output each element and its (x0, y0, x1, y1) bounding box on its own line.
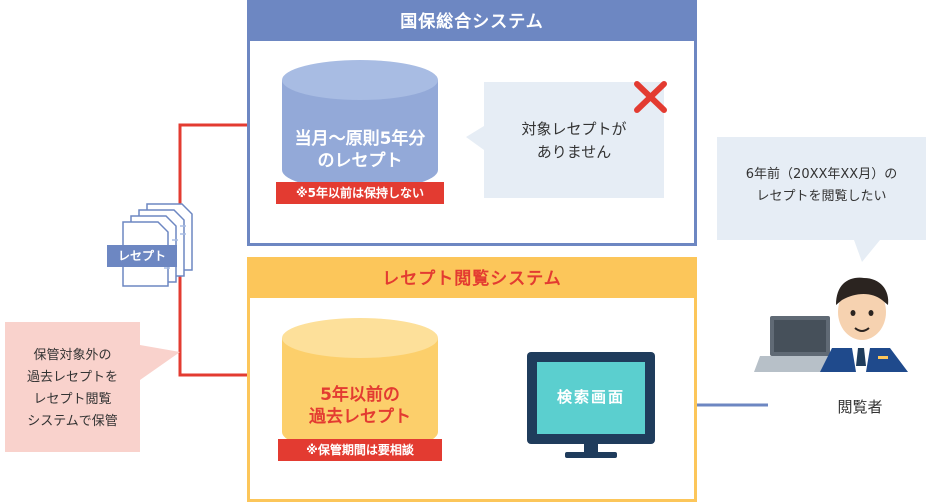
viewer-label: 閲覧者 (837, 398, 883, 416)
receipt-system-title: レセプト閲覧システム (250, 260, 694, 298)
receipt-db-line2: 過去レセプト (309, 407, 411, 427)
viewer-bubble-line2: レセプトを閲覧したい (756, 189, 887, 204)
left-note-line2: 過去レセプトを (26, 370, 118, 385)
search-screen-label: 検索画面 (556, 388, 625, 406)
receipt-db-line1: 5年以前の (320, 385, 400, 405)
left-note-line3: レセプト閲覧 (33, 392, 112, 407)
documents-label: レセプト (107, 245, 177, 267)
left-note-text: 保管対象外の 過去レセプトを レセプト閲覧 システムで保管 (5, 345, 140, 433)
no-receipt-line2: ありません (536, 143, 612, 161)
kokuho-retention-tag: ※5年以前は保持しない (276, 182, 444, 204)
kokuho-db-line2: のレセプト (317, 151, 403, 171)
left-note-line4: システムで保管 (27, 414, 118, 429)
viewer-bubble-line1: 6年前（20XX年XX月）の (745, 167, 898, 182)
no-receipt-line1: 対象レセプトが (521, 120, 627, 138)
receipt-retention-tag: ※保管期間は要相談 (278, 439, 442, 461)
left-note-line1: 保管対象外の (33, 348, 112, 363)
kokuho-db-line1: 当月〜原則5年分 (294, 129, 426, 149)
kokuho-system-title: 国保総合システム (250, 3, 694, 41)
